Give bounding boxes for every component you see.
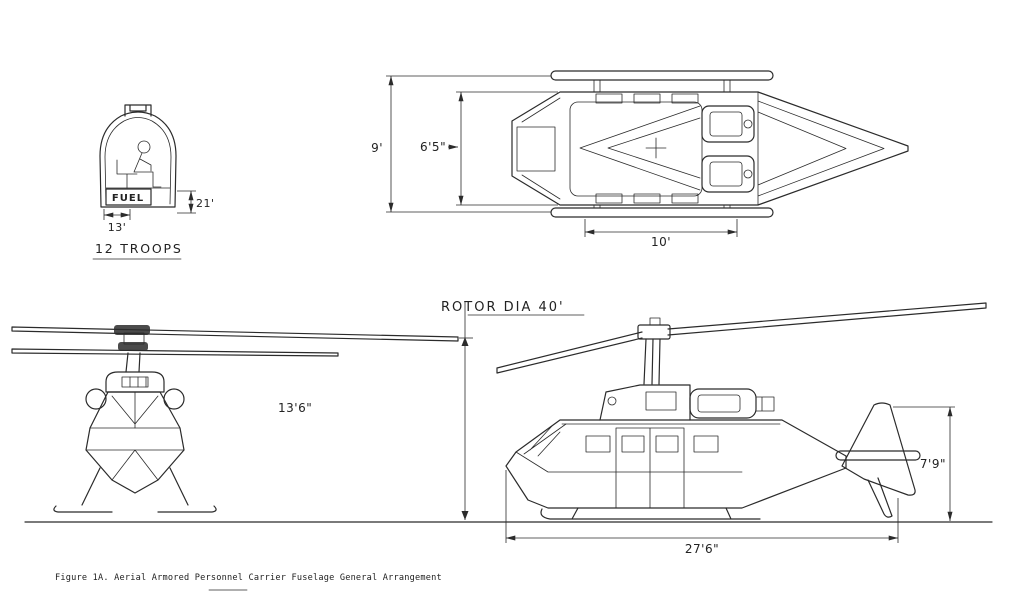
- main-rotor-blades-front: [12, 327, 458, 356]
- roof-hatches: [596, 94, 698, 203]
- hull-creases-front: [86, 428, 184, 480]
- cross-section-width-dimension: 13': [104, 209, 130, 234]
- windshield-side: [524, 424, 566, 456]
- top-plan-view: 9' 6'5" 10': [371, 71, 908, 249]
- engine-deck-side: [600, 385, 774, 420]
- main-rotor-blades-side: [497, 303, 986, 373]
- rotor-hub-side: [638, 318, 670, 339]
- skid-top: [551, 71, 773, 80]
- cross-section-height-dimension: 21': [177, 191, 215, 213]
- side-loop-left: [86, 389, 106, 409]
- troop-figure: [117, 141, 161, 188]
- fuselage-side-outline: [506, 420, 846, 508]
- fuselage-inner-wall: [105, 118, 171, 205]
- cabin-inner-outline: [570, 102, 702, 196]
- tail-skid: [868, 478, 892, 517]
- hull-outline-front: [86, 392, 184, 493]
- hull-crease-side: [516, 452, 742, 472]
- front-view: 13'6": [12, 302, 473, 520]
- cross-section-width-label: 13': [108, 221, 127, 234]
- cross-section-view: FUEL 13' 21' 12 TROOPS: [93, 105, 215, 259]
- skid-struts-front: [82, 468, 188, 505]
- fuel-label: FUEL: [112, 193, 144, 204]
- fuselage-length-dimension: 27'6": [506, 470, 898, 556]
- cabin-doors-windows: [516, 424, 742, 508]
- rotor-mast-side: [644, 339, 660, 384]
- figure-caption: Figure 1A. Aerial Armored Personnel Carr…: [55, 573, 442, 583]
- side-view: 7'9" 27'6": [497, 303, 986, 556]
- engine-cowl-front: [106, 372, 164, 392]
- fuselage-plan-outline: [512, 92, 908, 205]
- overall-width-dimension: 9': [371, 76, 551, 212]
- skid-bottom: [551, 208, 773, 217]
- skid-cross-tubes: [594, 80, 730, 208]
- troop-seat: [117, 160, 137, 188]
- tail-height-dimension: 7'9": [893, 407, 955, 522]
- side-loop-right: [164, 389, 184, 409]
- rotor-mast-mount: [125, 105, 151, 116]
- rotor-diameter-annotation: ROTOR DIA 40': [441, 300, 584, 315]
- fuel-tank-box: [106, 189, 151, 205]
- tail-fin: [842, 403, 915, 495]
- cabin-width-dimension: 6'5": [420, 92, 558, 205]
- fuselage-cross-section-outline: [100, 112, 176, 207]
- skid-side: [541, 508, 760, 519]
- tail-height-label: 7'9": [920, 457, 946, 471]
- tail-fairing-chevrons: [758, 92, 884, 205]
- exhaust-side: [756, 397, 774, 411]
- cross-section-height-label: 21': [196, 197, 215, 210]
- rotor-diameter-label: ROTOR DIA 40': [441, 300, 565, 315]
- cabin-length-label: 10': [651, 235, 671, 249]
- nose-section-plan: [517, 98, 560, 199]
- cabin-length-dimension: 10': [585, 219, 737, 249]
- cabin-taper-lines: [580, 106, 700, 190]
- engine-grille: [122, 377, 148, 387]
- rotor-hub-front: [114, 325, 150, 351]
- rotor-mast-front: [126, 353, 140, 372]
- overall-width-label: 9': [371, 141, 383, 155]
- troops-caption: 12 TROOPS: [95, 241, 183, 256]
- engine-pods-plan: [702, 106, 754, 192]
- tail-boom-capsule: [836, 451, 920, 460]
- rotor-center-mark: [646, 138, 666, 158]
- cabin-width-label: 6'5": [420, 140, 446, 154]
- fuselage-length-label: 27'6": [685, 542, 719, 556]
- windshield-front: [112, 392, 158, 428]
- overall-height-dimension: 13'6": [278, 302, 473, 520]
- overall-height-label: 13'6": [278, 401, 312, 415]
- skid-left-front: [54, 506, 112, 512]
- skid-right-front: [158, 506, 216, 512]
